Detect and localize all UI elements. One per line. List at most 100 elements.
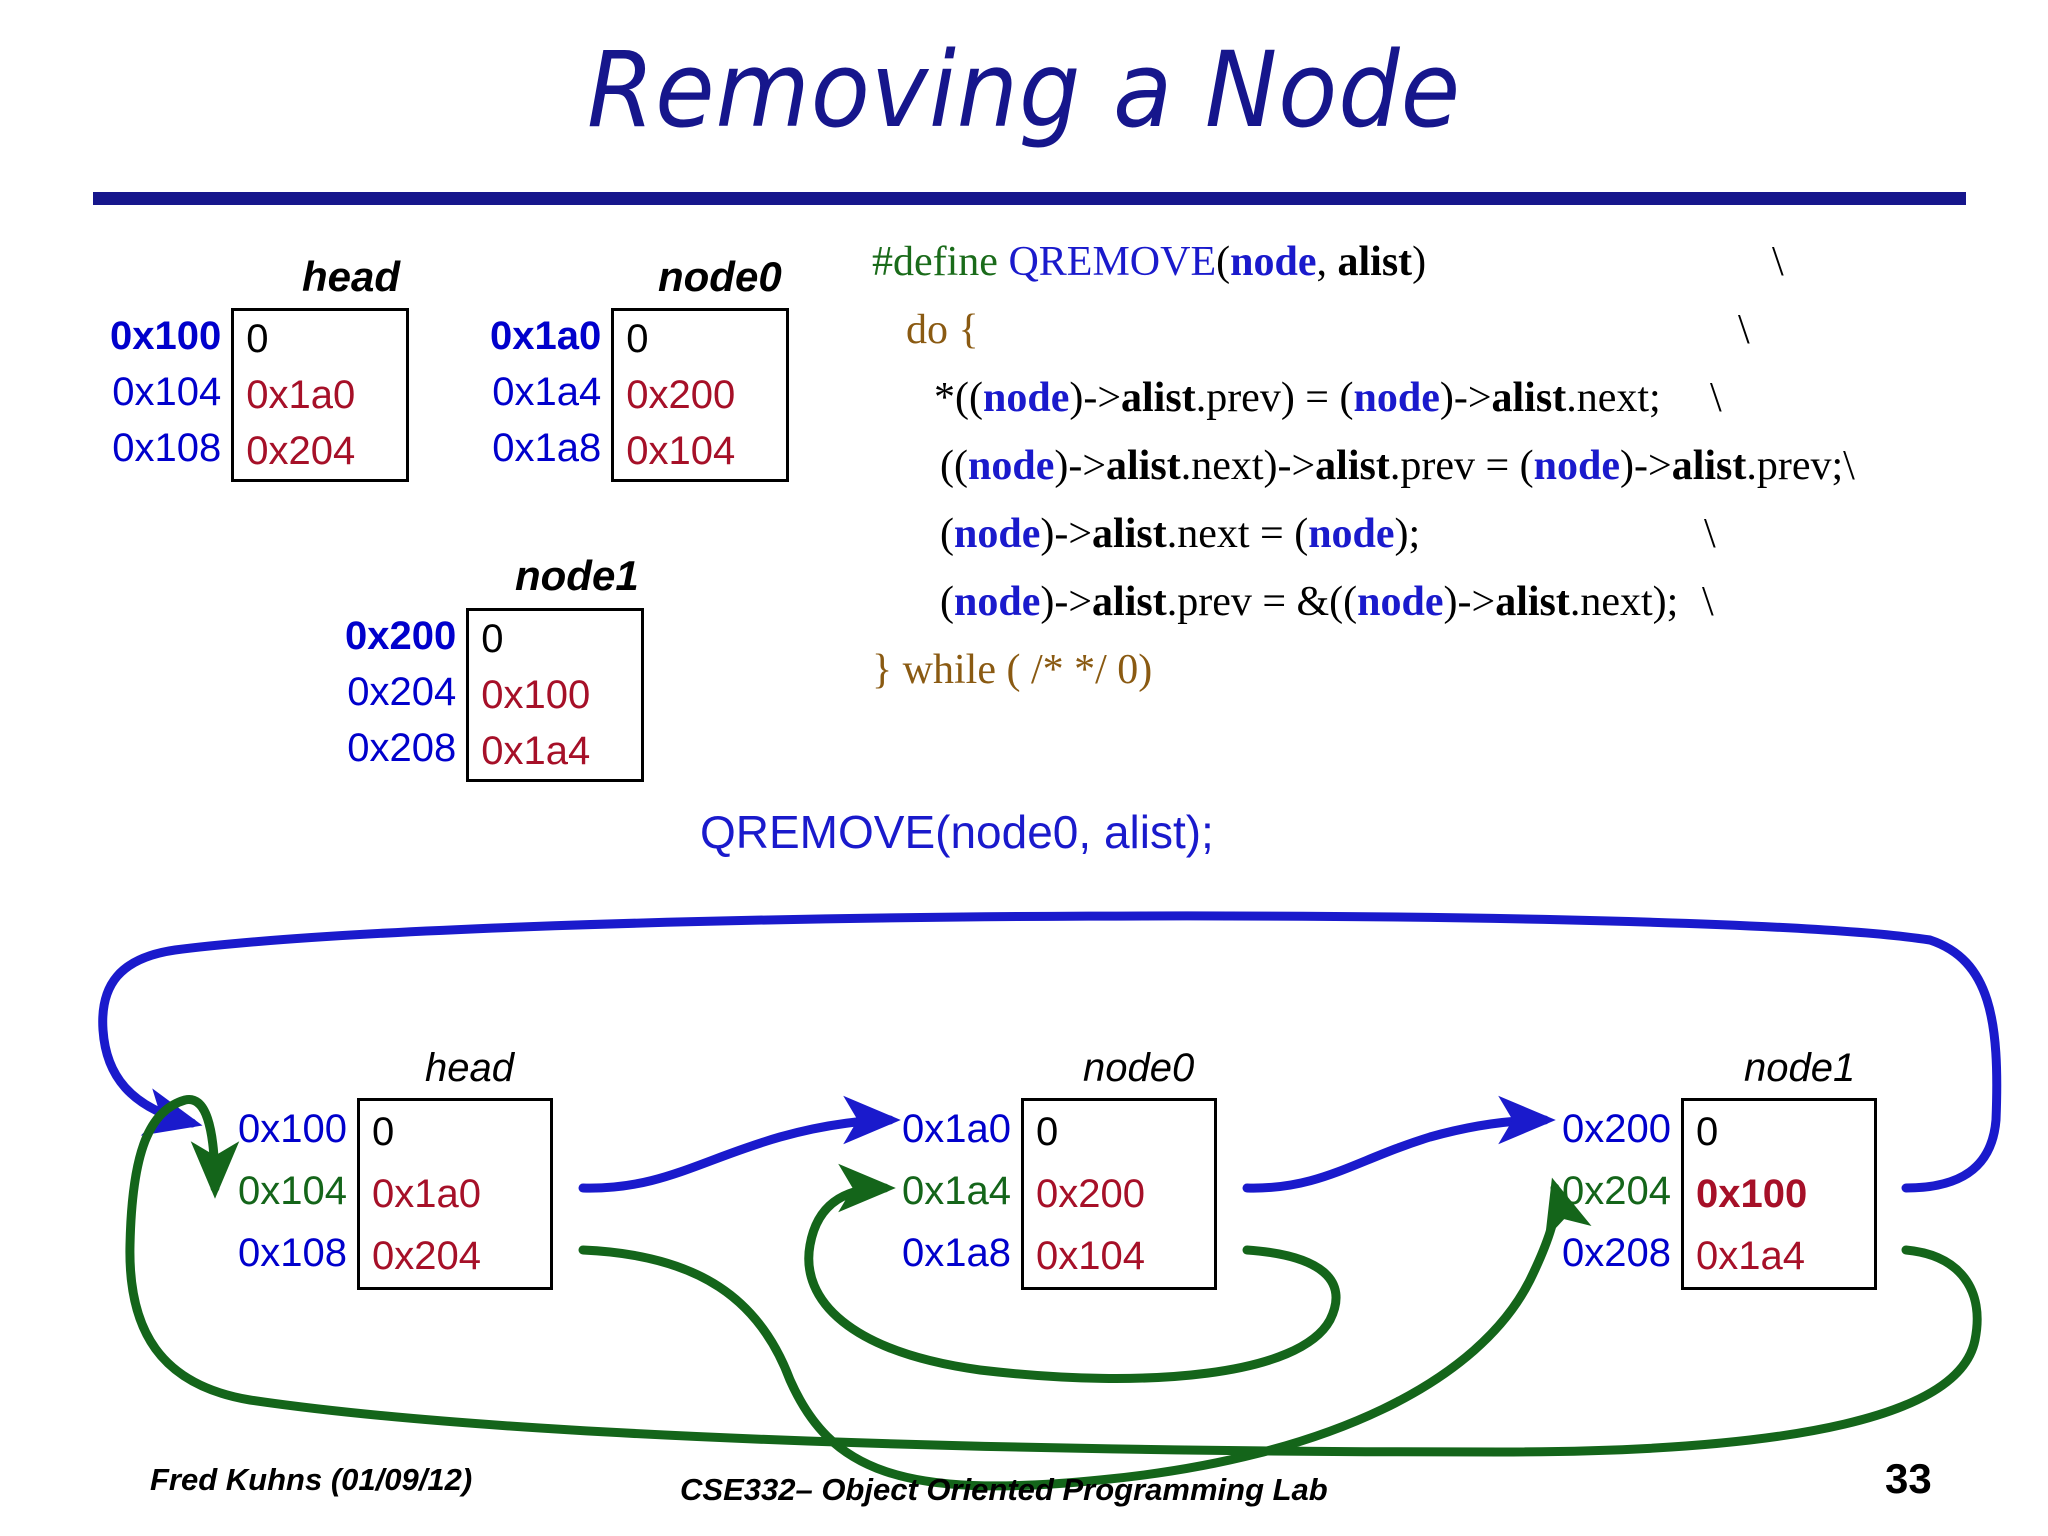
address-label: 0x108 [112,426,222,470]
code-token-alist: alist [1495,579,1570,625]
top-box-label-node0: node0 [658,253,782,300]
code-continuation: \ [1738,307,1750,353]
code-text: .prev = &(( [1166,579,1358,625]
bottom-value-box-head: 0 0x1a0 0x204 [356,1098,553,1290]
code-token-node: node [954,579,1041,625]
memory-cell: 0x200 [626,373,736,417]
code-line-1: #define QREMOVE(node, alist)\ [872,228,1942,296]
memory-cell: 0 [371,1110,395,1154]
code-token-alist: alist [1671,443,1747,489]
top-value-box-node1: 0 0x100 0x1a4 [466,608,645,782]
code-token-alist: alist [1491,375,1567,421]
title-divider [93,192,1966,205]
bottom-memory-group-node0: 0x1a0 0x1a4 0x1a8 0 0x200 0x104 [902,1098,1217,1290]
code-line-3: *((node)->alist.prev) = (node)->alist.ne… [872,364,1942,432]
code-continuation: \ [1710,375,1722,421]
code-token-node: node [1353,375,1440,421]
address-label: 0x1a8 [902,1231,1011,1275]
code-token-node: node [982,375,1070,421]
code-line-6: (node)->alist.prev = &((node)->alist.nex… [872,568,1942,636]
address-label: 0x1a4 [902,1169,1011,1213]
address-label: 0x1a0 [490,314,602,358]
code-token-alist: alist [1121,375,1196,421]
page-title: Removing a Node [586,29,1462,151]
code-text: )-> [1443,579,1496,625]
top-address-column-node0: 0x1a0 0x1a4 0x1a8 [490,308,611,476]
code-text: .next); [1569,579,1679,625]
memory-cell: 0x204 [246,429,356,473]
code-token-node: node [954,511,1041,557]
code-line-7: } while ( /* */ 0) [872,636,1942,704]
memory-cell: 0x100 [1695,1172,1808,1216]
address-label: 0x100 [110,314,222,358]
code-token-node: node [1533,443,1621,489]
code-text: (( [940,443,968,489]
memory-cell: 0x104 [1035,1234,1145,1278]
memory-cell: 0x1a4 [481,729,591,773]
address-label: 0x204 [347,670,457,714]
address-label: 0x1a0 [902,1107,1011,1151]
code-token-node: node [967,443,1055,489]
code-text: .prev) = ( [1195,375,1354,421]
bottom-address-column-node1: 0x200 0x204 0x208 [1562,1098,1681,1284]
memory-cell: 0x104 [626,429,736,473]
footer-page-number: 33 [1885,1455,1932,1502]
memory-cell: 0x100 [481,673,591,717]
code-token-node: node [1230,239,1317,285]
top-memory-group-node0: 0x1a0 0x1a4 0x1a8 0 0x200 0x104 [490,308,790,482]
code-text: .prev;\ [1746,443,1855,489]
code-token-paren: ) [1412,239,1427,285]
address-label: 0x200 [345,614,457,658]
code-text: ( [940,511,954,557]
code-text: .prev = ( [1389,443,1534,489]
memory-cell: 0 [481,617,504,661]
code-text: .next)-> [1180,443,1316,489]
address-label: 0x208 [347,726,457,770]
memory-cell: 0 [626,317,649,361]
bottom-value-box-node0: 0 0x200 0x104 [1020,1098,1217,1290]
code-token-node: node [1308,511,1395,557]
code-text: )-> [1040,511,1093,557]
memory-cell: 0 [1695,1110,1719,1154]
code-text: )-> [1069,375,1122,421]
code-token-alist: alist [1092,579,1167,625]
code-line-5: (node)->alist.next = (node);\ [872,500,1942,568]
code-continuation: \ [1772,239,1784,285]
code-token-comma: , [1316,239,1338,285]
address-label: 0x1a4 [492,370,602,414]
code-token-qremove: QREMOVE [1008,239,1217,285]
top-value-box-head: 0 0x1a0 0x204 [231,308,410,482]
memory-cell: 0 [246,317,269,361]
address-label: 0x204 [1562,1169,1671,1213]
address-label: 0x1a8 [492,426,602,470]
qremove-call-text: QREMOVE(node0, alist); [700,806,1214,858]
code-line-4: ((node)->alist.next)->alist.prev = (node… [872,432,1942,500]
memory-cell: 0x1a4 [1695,1234,1805,1278]
footer-course: CSE332– Object Oriented Programming Lab [680,1472,1328,1507]
code-token-while: } while ( /* */ 0) [872,647,1153,693]
code-text: ); [1394,511,1421,557]
top-box-label-node1: node1 [515,552,639,599]
bottom-box-label-head: head [425,1046,514,1090]
code-token-do: do { [906,307,979,353]
bottom-value-box-node1: 0 0x100 0x1a4 [1680,1098,1877,1290]
memory-cell: 0x200 [1035,1172,1145,1216]
bottom-box-label-node0: node0 [1083,1046,1195,1090]
address-label: 0x208 [1562,1231,1671,1275]
memory-cell: 0x1a0 [246,373,356,417]
code-token-alist: alist [1106,443,1181,489]
footer-author: Fred Kuhns (01/09/12) [150,1462,473,1497]
code-line-2: do { \ [872,296,1942,364]
code-text: )-> [1439,375,1492,421]
address-label: 0x100 [238,1107,347,1151]
memory-cell: 0x204 [371,1234,481,1278]
top-memory-group-node1: 0x200 0x204 0x208 0 0x100 0x1a4 [345,608,645,782]
code-text: *(( [934,375,983,421]
address-label: 0x200 [1562,1107,1671,1151]
bottom-address-column-head: 0x100 0x104 0x108 [238,1098,357,1284]
top-address-column-node1: 0x200 0x204 0x208 [345,608,466,776]
address-label: 0x104 [112,370,222,414]
code-token-alist: alist [1337,239,1413,285]
code-token-alist: alist [1092,511,1167,557]
